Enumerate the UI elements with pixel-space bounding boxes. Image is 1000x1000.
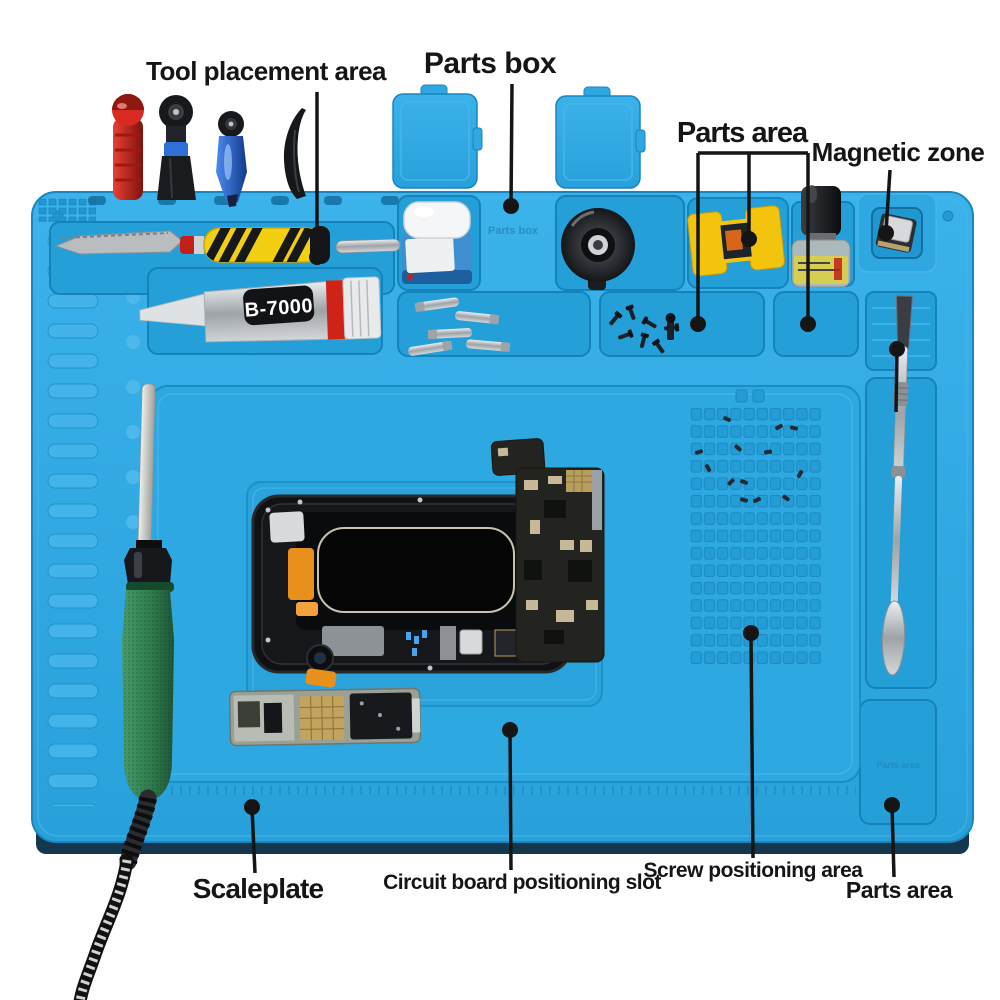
grid-screws [694, 416, 804, 504]
label-tool-placement-area: Tool placement area [146, 56, 387, 86]
mat-hole [942, 210, 954, 222]
pointer-parts-box [503, 83, 519, 214]
embossed-parts-area-text: Parts area [876, 760, 921, 770]
parts-box-lid-left [392, 84, 483, 189]
label-parts-box: Parts box [423, 47, 557, 80]
screws-cluster [609, 304, 680, 354]
pointer-scaleplate [244, 799, 260, 874]
pointer-parts-area-bracket [690, 151, 816, 332]
label-circuit-board-positioning-slot: Circuit board positioning slot [383, 871, 661, 894]
board-dots [406, 630, 427, 656]
iron-collar [124, 548, 172, 584]
soldering-iron [73, 383, 174, 1000]
label-magnetic-zone: Magnetic zone [811, 137, 985, 167]
pointer-parts-area-bottom [884, 797, 900, 878]
phone-screen [317, 527, 515, 613]
glue-tube-label: B-7000 [244, 295, 314, 322]
motherboard [490, 438, 605, 663]
standing-screw [665, 313, 676, 340]
solder-pads [497, 447, 598, 622]
embossed-parts-box-text: Parts box [488, 225, 539, 237]
screwdriver-red [112, 94, 144, 200]
pointer-circuit-board-slot [502, 722, 518, 871]
left-rib-strip [44, 226, 102, 806]
screws-tray [599, 291, 765, 357]
phone-frame [251, 494, 573, 688]
label-scaleplate: Scaleplate [192, 873, 324, 904]
chips [524, 500, 592, 644]
pointer-tool-placement-area [309, 92, 325, 265]
flex-cable [288, 548, 314, 600]
screwdriver-black [157, 95, 196, 200]
label-screw-positioning-area: Screw positioning area [643, 859, 863, 882]
metal-rod [335, 238, 401, 254]
label-parts-area-bottom: Parts area [845, 877, 953, 903]
pry-tool [283, 108, 306, 199]
glue-tube: B-7000 [139, 276, 382, 343]
pointer-spudger [889, 341, 905, 413]
iron-cable [73, 853, 134, 1000]
screwdriver-blue [216, 111, 247, 207]
corner-texture [38, 198, 96, 222]
screw-grid [690, 389, 822, 667]
screwdriver-bits [408, 297, 511, 356]
small-pcb [228, 687, 422, 747]
parts-box-lid-right [555, 86, 646, 189]
label-parts-area-top: Parts area [676, 117, 808, 149]
bits-tray [397, 291, 591, 357]
pointer-magnetic-zone [878, 169, 894, 241]
metal-spudger [881, 295, 913, 676]
utility-knife [54, 226, 330, 264]
pointer-screw-positioning-area [743, 625, 759, 859]
pointer-lines [244, 83, 905, 878]
suction-cup-tool [561, 208, 635, 290]
solder-paste-jar [402, 201, 472, 284]
